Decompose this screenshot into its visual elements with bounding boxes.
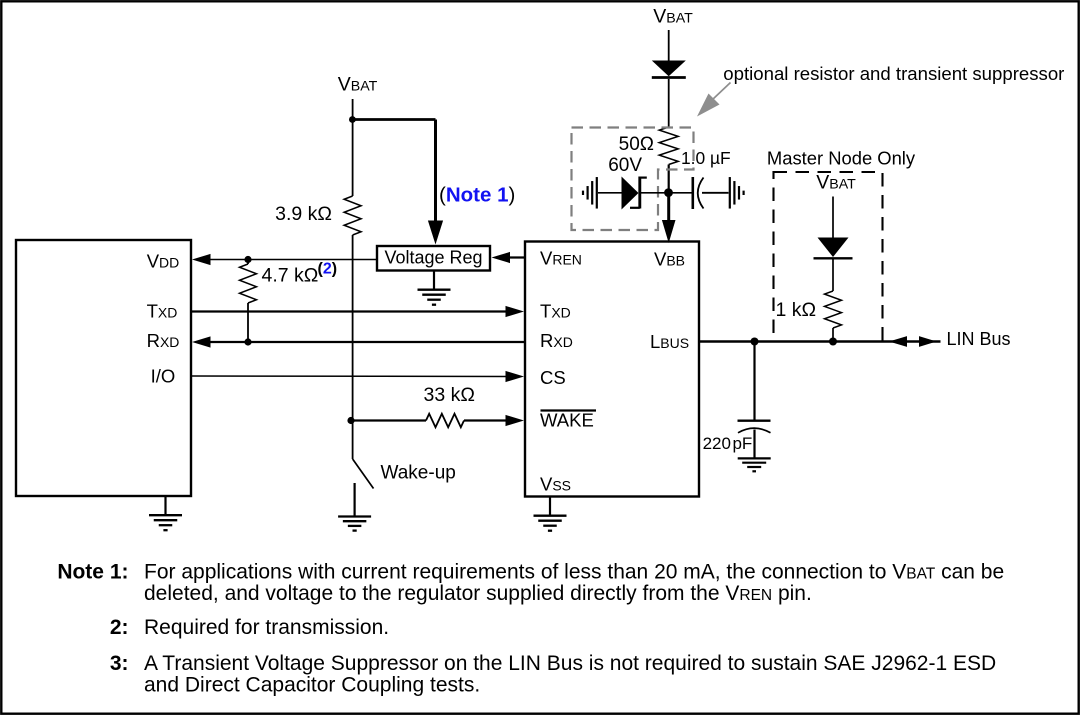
svg-text:RXD: RXD xyxy=(540,330,573,351)
svg-text:Voltage Reg: Voltage Reg xyxy=(384,248,482,268)
svg-text:I/O: I/O xyxy=(151,366,176,387)
svg-text:50Ω: 50Ω xyxy=(619,134,654,155)
svg-text:VREN: VREN xyxy=(540,248,582,269)
svg-text:Required for transmission.: Required for transmission. xyxy=(144,616,389,639)
svg-text:Note 1:: Note 1: xyxy=(57,561,128,584)
svg-text:deleted, and voltage to the re: deleted, and voltage to the regulator su… xyxy=(144,582,812,605)
svg-text:WAKE: WAKE xyxy=(540,410,594,431)
svg-text:A Transient Voltage Suppressor: A Transient Voltage Suppressor on the LI… xyxy=(144,652,996,675)
svg-text:Master Node Only: Master Node Only xyxy=(767,148,916,169)
svg-text:Wake-up: Wake-up xyxy=(381,463,456,484)
svg-text:1 kΩ: 1 kΩ xyxy=(776,299,817,321)
svg-text:3:: 3: xyxy=(110,652,129,675)
svg-text:4.7 kΩ: 4.7 kΩ xyxy=(262,265,319,287)
svg-text:For applications with current: For applications with current requiremen… xyxy=(144,561,1004,584)
svg-text:VBAT: VBAT xyxy=(816,172,856,194)
svg-text:VDD: VDD xyxy=(147,251,180,272)
svg-text:CS: CS xyxy=(540,367,566,388)
svg-text:VBAT: VBAT xyxy=(338,74,378,96)
svg-text:2:: 2: xyxy=(110,616,129,639)
svg-text:33 kΩ: 33 kΩ xyxy=(423,384,474,406)
svg-text:RXD: RXD xyxy=(147,330,180,351)
svg-text:VBB: VBB xyxy=(654,249,685,270)
svg-text:LBUS: LBUS xyxy=(650,331,689,352)
svg-text:and Direct Capacitor Coupling: and Direct Capacitor Coupling tests. xyxy=(144,674,480,697)
svg-text:60V: 60V xyxy=(608,155,642,176)
svg-text:TXD: TXD xyxy=(147,301,178,322)
svg-text:LIN Bus: LIN Bus xyxy=(947,329,1011,349)
svg-text:3.9 kΩ: 3.9 kΩ xyxy=(275,203,332,225)
svg-text:(2): (2) xyxy=(318,261,338,278)
svg-text:(Note 1): (Note 1) xyxy=(439,184,515,207)
svg-text:1.0 µF: 1.0 µF xyxy=(681,148,731,168)
svg-text:TXD: TXD xyxy=(540,301,571,322)
svg-text:VBAT: VBAT xyxy=(653,6,693,28)
svg-text:220pF: 220pF xyxy=(703,434,753,453)
svg-text:optional resistor and transien: optional resistor and transient suppress… xyxy=(723,63,1064,84)
svg-text:VSS: VSS xyxy=(540,474,571,495)
